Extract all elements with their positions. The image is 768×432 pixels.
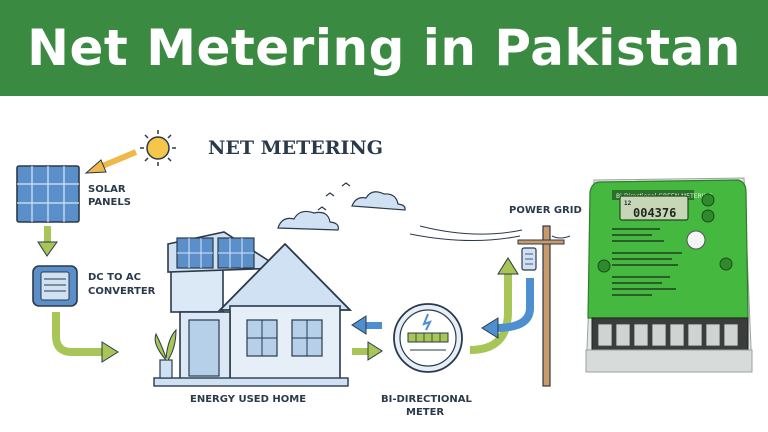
diagram-title: NET METERING (208, 137, 383, 159)
bidirectional-meter-icon (393, 303, 463, 373)
meter-to-grid-arrow (469, 257, 519, 354)
plant-icon (154, 328, 177, 379)
converter-label-line1: DC TO AC (88, 272, 141, 283)
solar-label-line2: PANELS (88, 197, 131, 208)
grid-label: POWER GRID (509, 205, 582, 216)
meter-to-home-arrow (351, 315, 382, 335)
diagram-canvas: NET METERING SOLAR PANELS DC TO AC C (16, 130, 753, 418)
converter-label-line2: CONVERTER (88, 286, 156, 297)
solar-label-line1: SOLAR (88, 184, 126, 195)
title-banner: Net Metering in Pakistan (0, 0, 768, 96)
solar-panel-icon (16, 165, 80, 223)
page-title: Net Metering in Pakistan (27, 19, 741, 77)
cloud-icon (277, 210, 339, 231)
cloud-icon (351, 191, 406, 211)
home-icon (153, 231, 353, 387)
sun-icon (140, 130, 176, 166)
power-pole-icon (409, 225, 571, 387)
meter-label-line1: BI-DIRECTIONAL (381, 394, 473, 405)
sunlight-arrow (84, 149, 138, 174)
home-to-meter-arrow (352, 341, 383, 361)
net-metering-illustration: NET METERING SOLAR PANELS DC TO AC C (0, 96, 768, 432)
electric-meter-photo: Bi-Directional GREEN METERING 12 004376 (585, 177, 753, 373)
converter-icon (32, 265, 78, 307)
meter-lcd-reading: 004376 (633, 206, 676, 220)
converter-to-home-arrow (52, 312, 119, 363)
panel-to-converter-arrow (37, 226, 58, 257)
birds-icon (317, 182, 351, 211)
home-label: ENERGY USED HOME (190, 394, 306, 405)
meter-lcd-small: 12 (624, 200, 632, 207)
meter-label-line2: METER (406, 407, 444, 418)
grid-to-meter-arrow (481, 278, 534, 339)
